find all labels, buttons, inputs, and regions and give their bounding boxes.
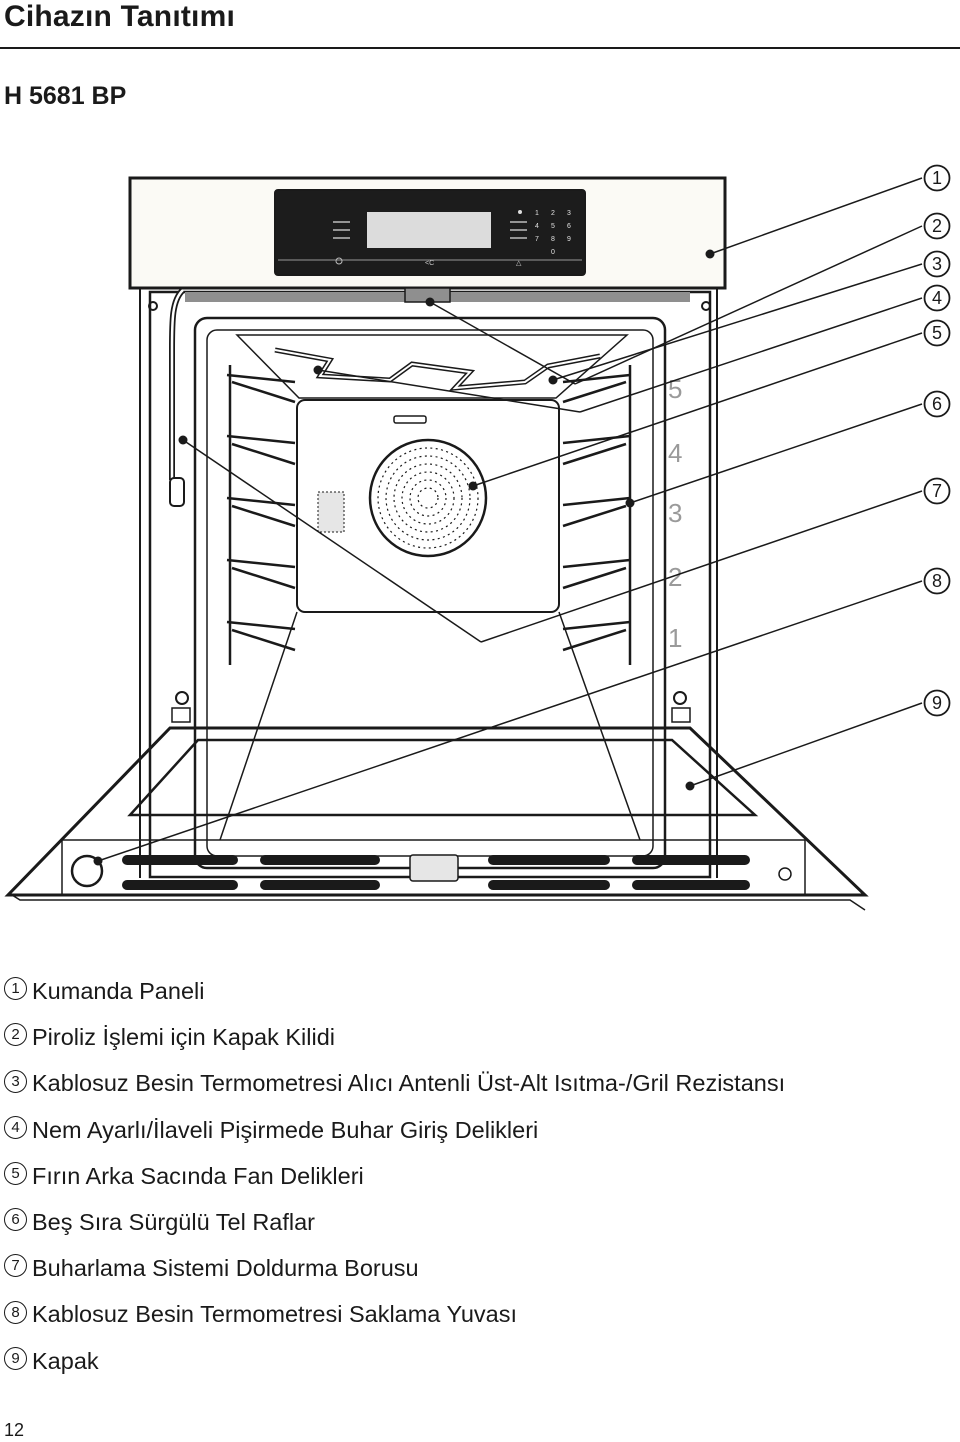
legend-label: Kablosuz Besin Termometresi Alıcı Antenl… (32, 1070, 786, 1097)
callout-3: 3 (932, 254, 942, 274)
legend-number: 1 (4, 977, 27, 1001)
callout-6: 6 (932, 394, 942, 414)
back-panel (296, 399, 560, 613)
legend-number: 9 (4, 1346, 27, 1370)
rack-level-2: 2 (668, 562, 682, 592)
legend-number: 8 (4, 1300, 27, 1324)
page-number: 12 (4, 1420, 25, 1440)
steam-inlet (317, 491, 345, 533)
fan-cover (368, 438, 488, 558)
keypad-4: 4 (535, 223, 539, 230)
legend-number: 4 (4, 1115, 27, 1139)
svg-text:△: △ (516, 260, 522, 267)
oven-diagram: <C △ (4, 164, 951, 911)
keypad-5: 5 (551, 223, 555, 230)
model-name: H 5681 BP (4, 82, 127, 110)
legend-number: 5 (4, 1162, 27, 1186)
legend-label: Fırın Arka Sacında Fan Delikleri (32, 1162, 364, 1189)
rack-level-3: 3 (668, 498, 682, 528)
legend-number: 6 (4, 1208, 27, 1232)
callout-1: 1 (932, 168, 942, 188)
legend-label: Kablosuz Besin Termometresi Saklama Yuva… (32, 1301, 518, 1328)
callout-9: 9 (932, 693, 942, 713)
callout-4: 4 (932, 288, 942, 308)
legend-label: Buharlama Sistemi Doldurma Borusu (32, 1254, 419, 1281)
keypad-3: 3 (567, 210, 571, 217)
keypad-0: 0 (551, 249, 555, 256)
page-title: Cihazın Tanıtımı (4, 0, 235, 33)
keypad-7: 7 (535, 236, 539, 243)
legend-number: 2 (4, 1023, 27, 1047)
legend-number: 3 (4, 1069, 27, 1093)
callout-5: 5 (932, 323, 942, 343)
display-screen (367, 212, 491, 248)
rack-level-4: 4 (668, 438, 682, 468)
keypad-8: 8 (551, 236, 555, 243)
svg-text:<C: <C (425, 260, 434, 267)
rack-level-1: 1 (668, 623, 682, 653)
legend-number: 7 (4, 1254, 27, 1278)
keypad-6: 6 (567, 223, 571, 230)
legend-label: Kumanda Paneli (32, 977, 205, 1004)
keypad-2: 2 (551, 210, 555, 217)
title-divider (0, 47, 960, 49)
legend-label: Beş Sıra Sürgülü Tel Raflar (32, 1208, 316, 1235)
legend-label: Kapak (32, 1347, 99, 1374)
legend-label: Nem Ayarlı/İlaveli Pişirmede Buhar Giriş… (32, 1116, 539, 1143)
door-glass (127, 738, 759, 817)
keypad-1: 1 (535, 210, 539, 217)
legend-label: Piroliz İşlemi için Kapak Kilidi (32, 1023, 335, 1050)
keypad-9: 9 (567, 236, 571, 243)
callout-7: 7 (932, 481, 942, 501)
callout-2: 2 (932, 216, 942, 236)
callout-8: 8 (932, 571, 942, 591)
